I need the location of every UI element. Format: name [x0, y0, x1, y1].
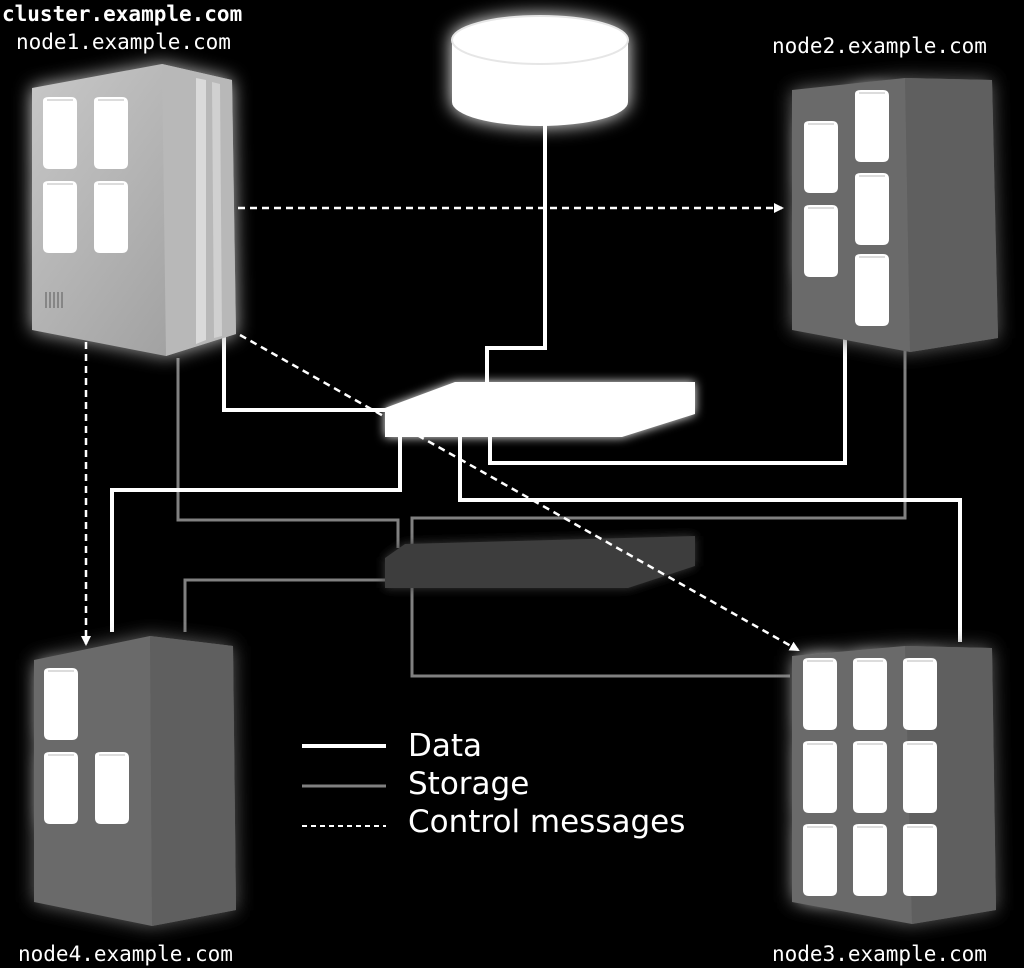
- storage-array: [451, 15, 629, 126]
- node3-hostname-label: node3.example.com: [772, 942, 987, 966]
- storage-links: [176, 345, 907, 678]
- data-links: [110, 125, 962, 642]
- control-links: [81, 203, 800, 652]
- legend-control-label: Control messages: [408, 804, 686, 840]
- data-switch: [385, 382, 695, 437]
- legend-storage-label: Storage: [408, 766, 530, 802]
- node2-server: [792, 78, 998, 352]
- legend-data-label: Data: [408, 728, 483, 764]
- cluster-name-label: cluster.example.com: [2, 2, 243, 26]
- storage-switch: [385, 536, 695, 588]
- legend-swatches: [302, 744, 386, 827]
- node3-server: [792, 646, 996, 924]
- node4-hostname-label: node4.example.com: [18, 942, 233, 966]
- node4-server: [34, 636, 236, 926]
- node2-hostname-label: node2.example.com: [772, 34, 987, 58]
- node1-hostname-label: node1.example.com: [16, 30, 231, 54]
- node1-server: [32, 64, 236, 356]
